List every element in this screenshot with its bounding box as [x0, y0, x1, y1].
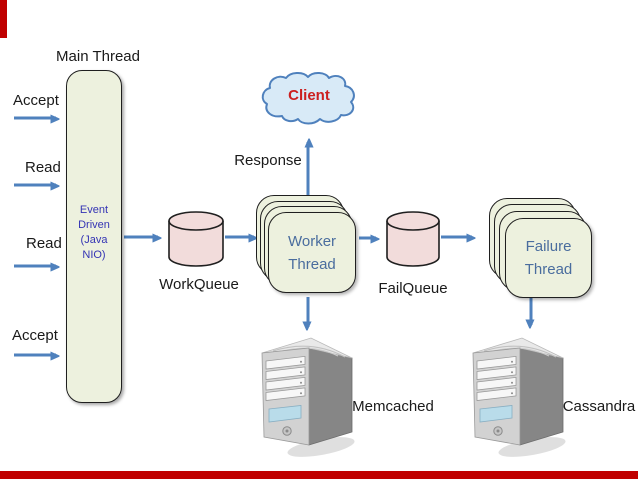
- worker-thread-label-line2: Thread: [288, 255, 336, 273]
- client-cloud-icon: [261, 72, 355, 125]
- workqueue-label: WorkQueue: [159, 276, 239, 293]
- failqueue-label: FailQueue: [378, 280, 448, 297]
- input-label-read-2: Read: [26, 235, 62, 252]
- memcached-server-icon: [261, 337, 355, 457]
- response-label: Response: [234, 152, 302, 169]
- main-thread-node: [66, 70, 122, 403]
- failure-thread-label-line2: Thread: [524, 261, 573, 278]
- workqueue-cylinder-icon: [168, 211, 224, 267]
- input-label-accept-1: Accept: [13, 92, 59, 109]
- input-label-read-1: Read: [25, 159, 61, 176]
- cassandra-server-icon: [472, 337, 566, 457]
- worker-thread-label-line1: Worker: [287, 232, 337, 250]
- failqueue-cylinder-icon: [386, 211, 440, 267]
- main-thread-body: Event Driven (Java NIO): [78, 204, 110, 261]
- red-accent-bottom-bar: [0, 471, 638, 479]
- failure-thread-label-line1: Failure: [525, 238, 572, 255]
- main-thread-title: Main Thread: [56, 48, 140, 65]
- input-label-accept-2: Accept: [12, 327, 58, 344]
- cassandra-label: Cassandra: [562, 398, 636, 415]
- red-accent-left-bar: [0, 0, 7, 38]
- memcached-label: Memcached: [352, 398, 434, 415]
- client-label: Client: [288, 87, 330, 104]
